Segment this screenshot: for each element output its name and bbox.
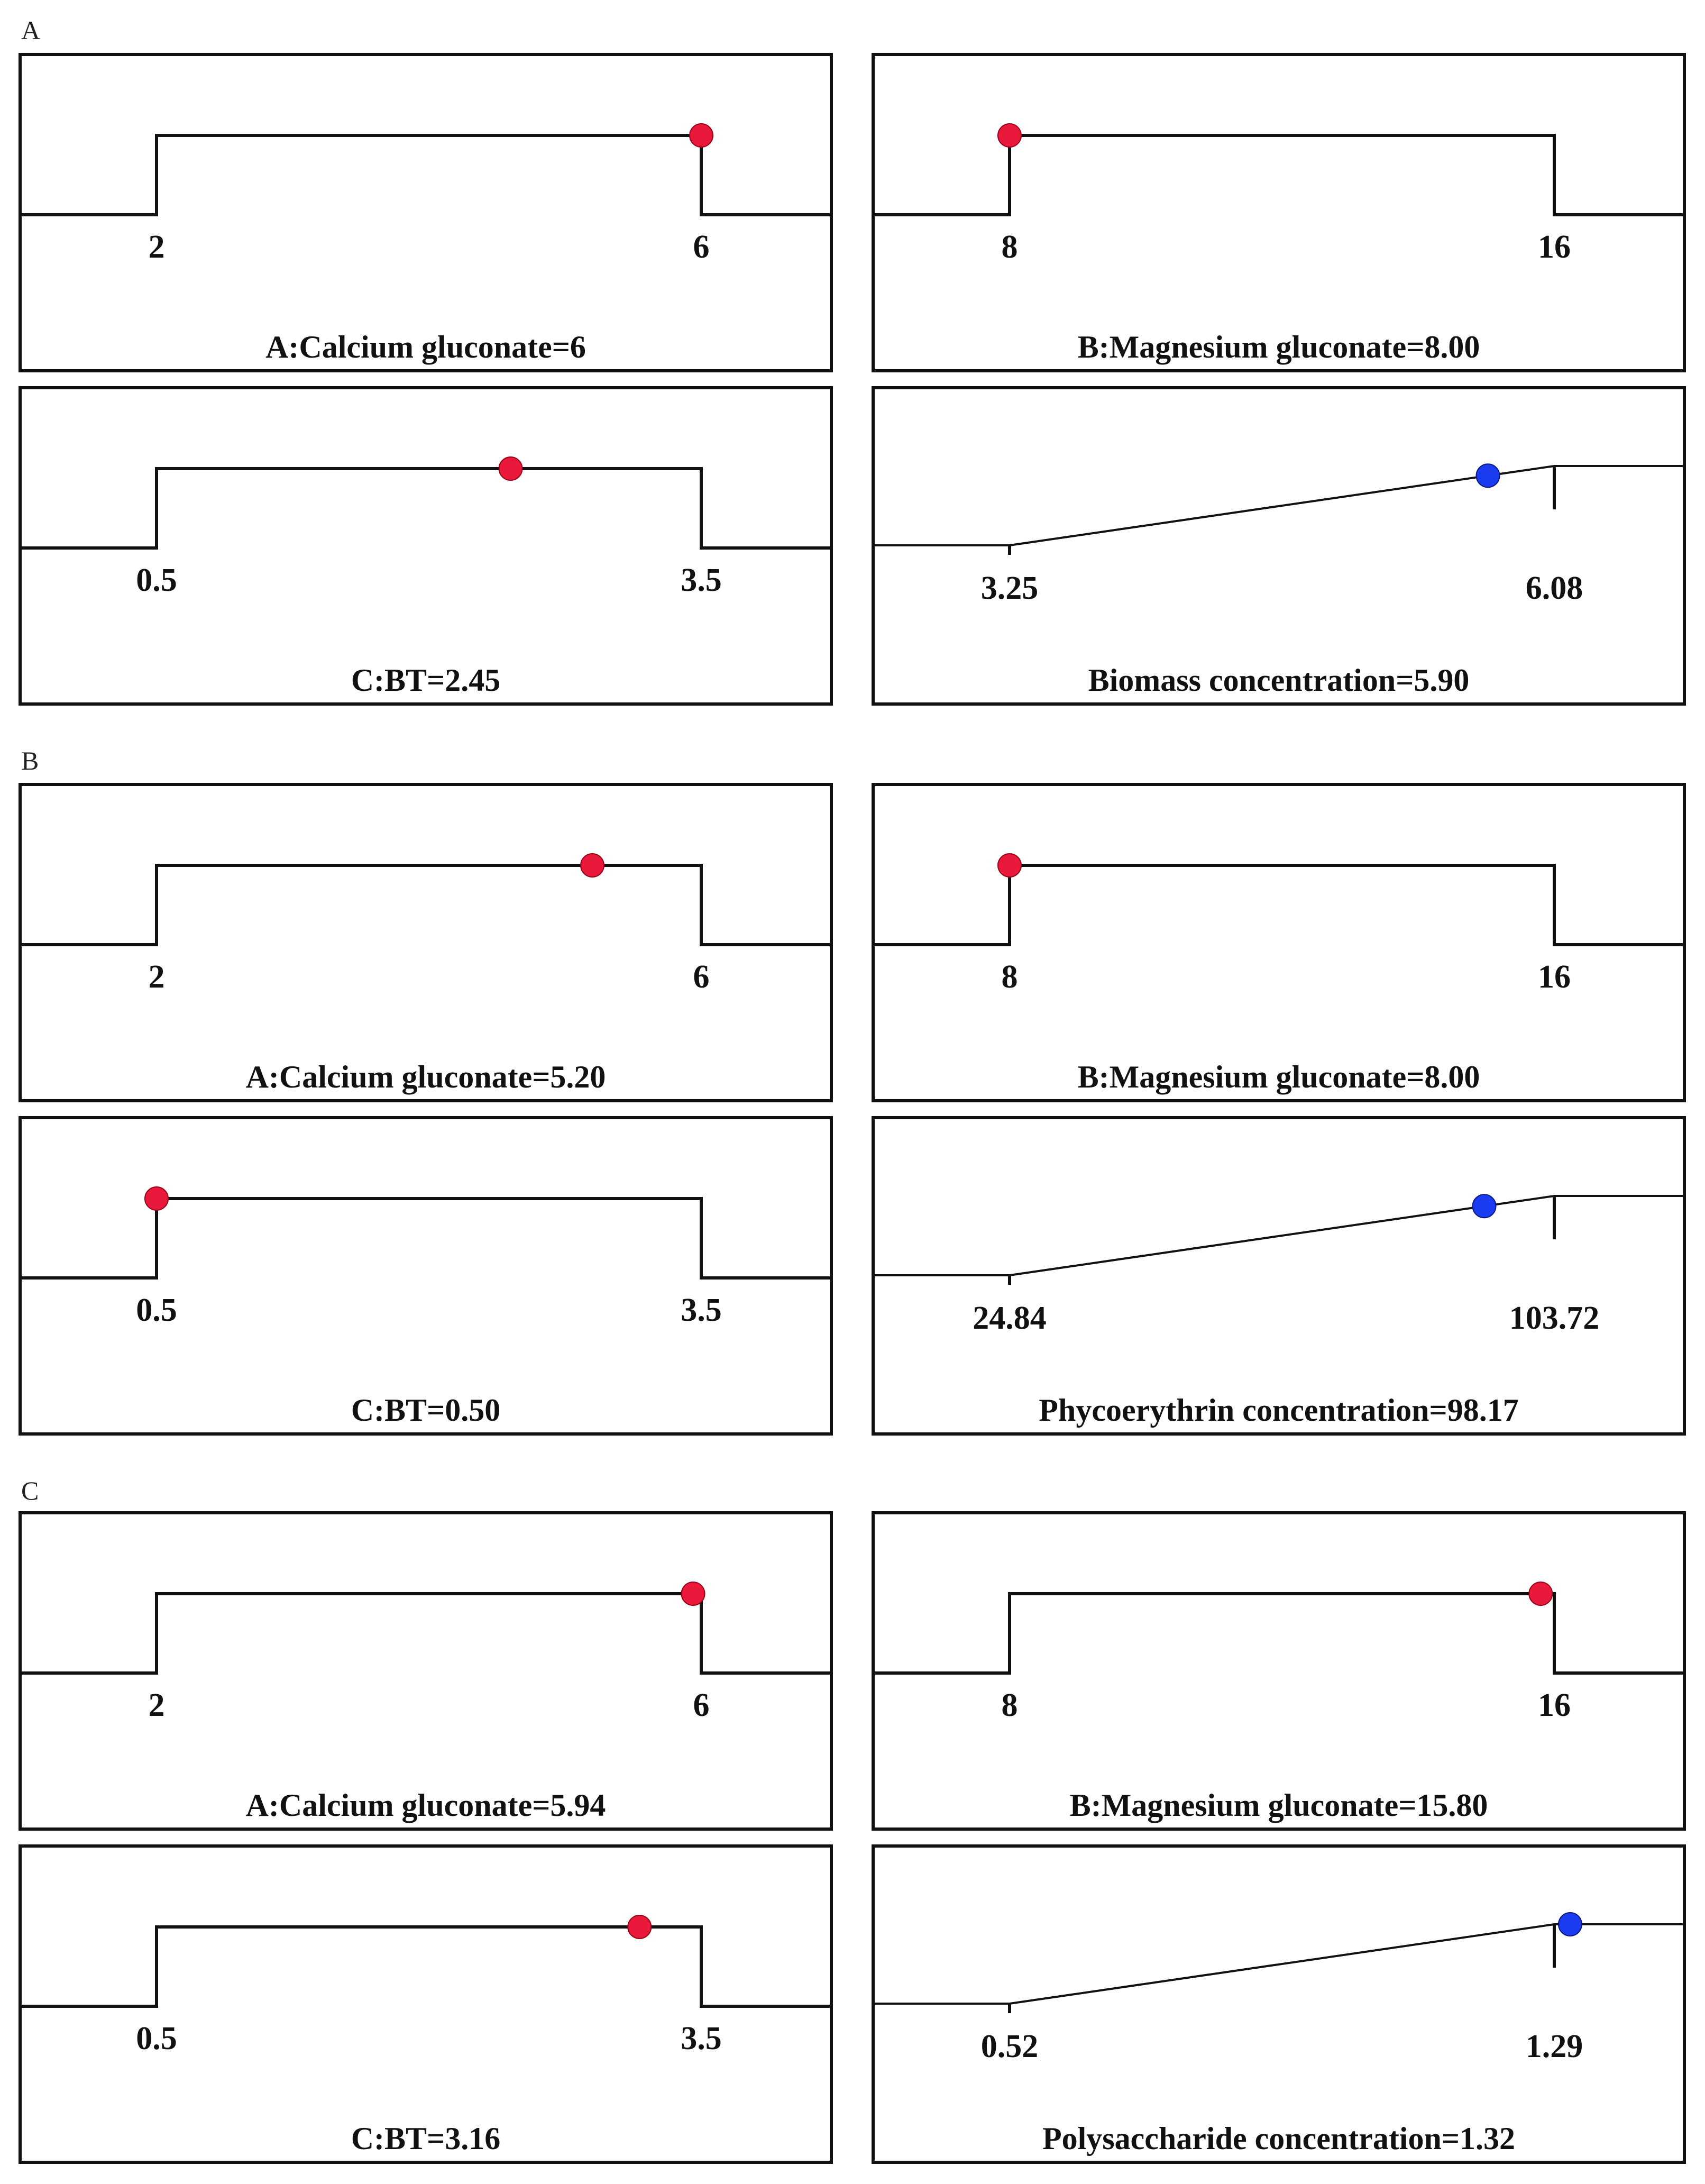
desirability-plot xyxy=(875,463,1683,555)
high-tick-label: 3.5 xyxy=(681,562,722,598)
factor-setting-point xyxy=(580,853,604,878)
panel-caption: Biomass concentration=5.90 xyxy=(1088,663,1470,698)
high-tick-label: 6.08 xyxy=(1525,570,1583,606)
low-tick-label: 8 xyxy=(1001,959,1018,995)
low-tick-label: 24.84 xyxy=(973,1300,1047,1336)
low-tick-label: 2 xyxy=(148,959,165,995)
desirability-plot xyxy=(22,456,830,550)
factor-range-line xyxy=(22,134,830,216)
factor-setting-point xyxy=(997,853,1022,878)
factor-range-line xyxy=(875,864,1683,946)
desirability-plot xyxy=(22,1915,830,2008)
desirability-plot xyxy=(875,1194,1683,1285)
section-label-c: C xyxy=(21,1476,39,1505)
response-value-point xyxy=(1558,1912,1582,1936)
high-tick-label: 6 xyxy=(693,229,710,265)
desirability-plot xyxy=(22,123,830,216)
high-tick-label: 6 xyxy=(693,1687,710,1723)
high-tick-label: 103.72 xyxy=(1509,1300,1600,1336)
factor-setting-point xyxy=(1528,1582,1553,1606)
panel-caption: C:BT=3.16 xyxy=(351,2121,501,2156)
response-value-point xyxy=(1475,463,1500,488)
panel-caption: B:Magnesium gluconate=15.80 xyxy=(1069,1788,1488,1823)
factor-range-line xyxy=(22,1197,830,1280)
factor-range-line xyxy=(22,1592,830,1675)
high-tick-label: 3.5 xyxy=(681,2021,722,2057)
factor-setting-point xyxy=(627,1915,652,1939)
high-tick-label: 16 xyxy=(1538,959,1571,995)
factor-range-line xyxy=(875,134,1683,216)
desirability-plot xyxy=(875,853,1683,946)
factor-setting-point xyxy=(681,1582,705,1606)
panel-caption: A:Calcium gluconate=5.20 xyxy=(245,1059,606,1094)
response-ramp-line xyxy=(875,465,1683,546)
low-tick-label: 2 xyxy=(148,229,165,265)
section-label-a: A xyxy=(21,15,41,45)
desirability-plot xyxy=(22,1186,830,1280)
desirability-plot xyxy=(875,1582,1683,1675)
factor-setting-point xyxy=(997,123,1022,148)
low-tick-label: 2 xyxy=(148,1687,165,1723)
low-tick-label: 0.5 xyxy=(136,1292,177,1328)
panel-caption: Phycoerythrin concentration=98.17 xyxy=(1039,1393,1519,1428)
panel-caption: B:Magnesium gluconate=8.00 xyxy=(1077,330,1480,364)
factor-range-line xyxy=(875,1592,1683,1675)
low-tick-label: 0.5 xyxy=(136,562,177,598)
high-tick-label: 1.29 xyxy=(1525,2028,1583,2064)
low-tick-label: 8 xyxy=(1001,229,1018,265)
low-tick-label: 3.25 xyxy=(980,570,1039,606)
low-tick-label: 8 xyxy=(1001,1687,1018,1723)
panel-caption: Polysaccharide concentration=1.32 xyxy=(1042,2121,1516,2156)
factor-setting-point xyxy=(689,123,713,148)
desirability-plot xyxy=(22,1582,830,1675)
factor-range-line xyxy=(22,864,830,946)
response-ramp-line xyxy=(875,1923,1683,2005)
section-label-b: B xyxy=(21,746,39,775)
response-value-point xyxy=(1472,1194,1497,1219)
high-tick-label: 6 xyxy=(693,959,710,995)
desirability-plot xyxy=(875,123,1683,216)
factor-setting-point xyxy=(498,456,523,481)
low-tick-label: 0.5 xyxy=(136,2021,177,2057)
factor-range-line xyxy=(22,1925,830,2008)
low-tick-label: 0.52 xyxy=(980,2028,1039,2064)
panel-caption: C:BT=2.45 xyxy=(351,663,501,698)
desirability-plot xyxy=(875,1912,1683,2013)
panel-caption: B:Magnesium gluconate=8.00 xyxy=(1077,1059,1480,1094)
panel-caption: A:Calcium gluconate=6 xyxy=(265,330,586,364)
high-tick-label: 16 xyxy=(1538,229,1571,265)
panel-caption: C:BT=0.50 xyxy=(351,1393,501,1428)
factor-range-line xyxy=(22,467,830,550)
high-tick-label: 3.5 xyxy=(681,1292,722,1328)
high-tick-label: 16 xyxy=(1538,1687,1571,1723)
response-ramp-line xyxy=(875,1195,1683,1276)
panel-caption: A:Calcium gluconate=5.94 xyxy=(245,1788,606,1823)
factor-setting-point xyxy=(144,1186,169,1211)
desirability-plot xyxy=(22,853,830,946)
